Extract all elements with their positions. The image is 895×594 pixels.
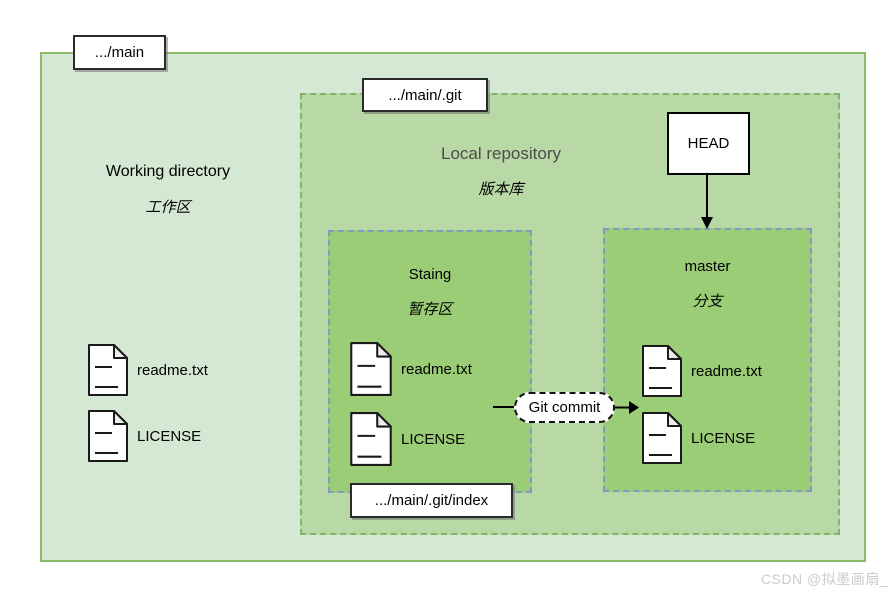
head-to-master-arrow xyxy=(701,173,713,229)
wd-file-readme: readme.txt xyxy=(88,344,208,396)
working-directory-subtitle-zh: 工作区 xyxy=(145,198,191,216)
master-file-readme: readme.txt xyxy=(642,345,762,397)
staging-subtitle-zh: 暂存区 xyxy=(407,300,453,318)
file-name: LICENSE xyxy=(691,429,756,447)
master-subtitle-zh: 分支 xyxy=(692,292,723,310)
working-directory-path-text: .../main xyxy=(94,44,145,61)
local-repository-subtitle-zh: 版本库 xyxy=(478,180,524,198)
git-commit-label: Git commit xyxy=(528,399,601,416)
file-icon xyxy=(642,412,682,464)
staging-title: Staing xyxy=(408,266,452,283)
commit-to-master-arrow xyxy=(613,401,639,414)
file-name: LICENSE xyxy=(401,430,466,448)
csdn-watermark: CSDN @拟墨画扇_ xyxy=(760,571,888,587)
file-icon xyxy=(350,342,392,396)
staging-to-commit-line xyxy=(493,406,515,408)
git-commit-node: Git commit xyxy=(514,392,615,423)
git-dir-path-label: .../main/.git xyxy=(362,78,488,112)
staging-file-license: LICENSE xyxy=(350,412,465,466)
git-index-path-text: .../main/.git/index xyxy=(374,492,489,509)
master-file-license: LICENSE xyxy=(642,412,755,464)
file-name: readme.txt xyxy=(691,362,762,380)
master-branch-box xyxy=(603,228,812,492)
file-name: readme.txt xyxy=(401,360,472,378)
file-icon xyxy=(88,410,128,462)
file-icon xyxy=(88,344,128,396)
head-pointer-box: HEAD xyxy=(667,112,750,175)
git-index-path-label: .../main/.git/index xyxy=(350,483,513,518)
staging-file-readme: readme.txt xyxy=(350,342,472,396)
head-label: HEAD xyxy=(687,135,730,152)
working-directory-path-label: .../main xyxy=(73,35,166,70)
wd-file-license: LICENSE xyxy=(88,410,201,462)
file-name: readme.txt xyxy=(137,361,208,379)
file-name: LICENSE xyxy=(137,427,202,445)
file-icon xyxy=(350,412,392,466)
local-repository-title: Local repository xyxy=(440,144,561,163)
working-directory-title: Working directory xyxy=(105,163,231,180)
git-dir-path-text: .../main/.git xyxy=(388,86,462,104)
master-title: master xyxy=(684,258,731,275)
file-icon xyxy=(642,345,682,397)
